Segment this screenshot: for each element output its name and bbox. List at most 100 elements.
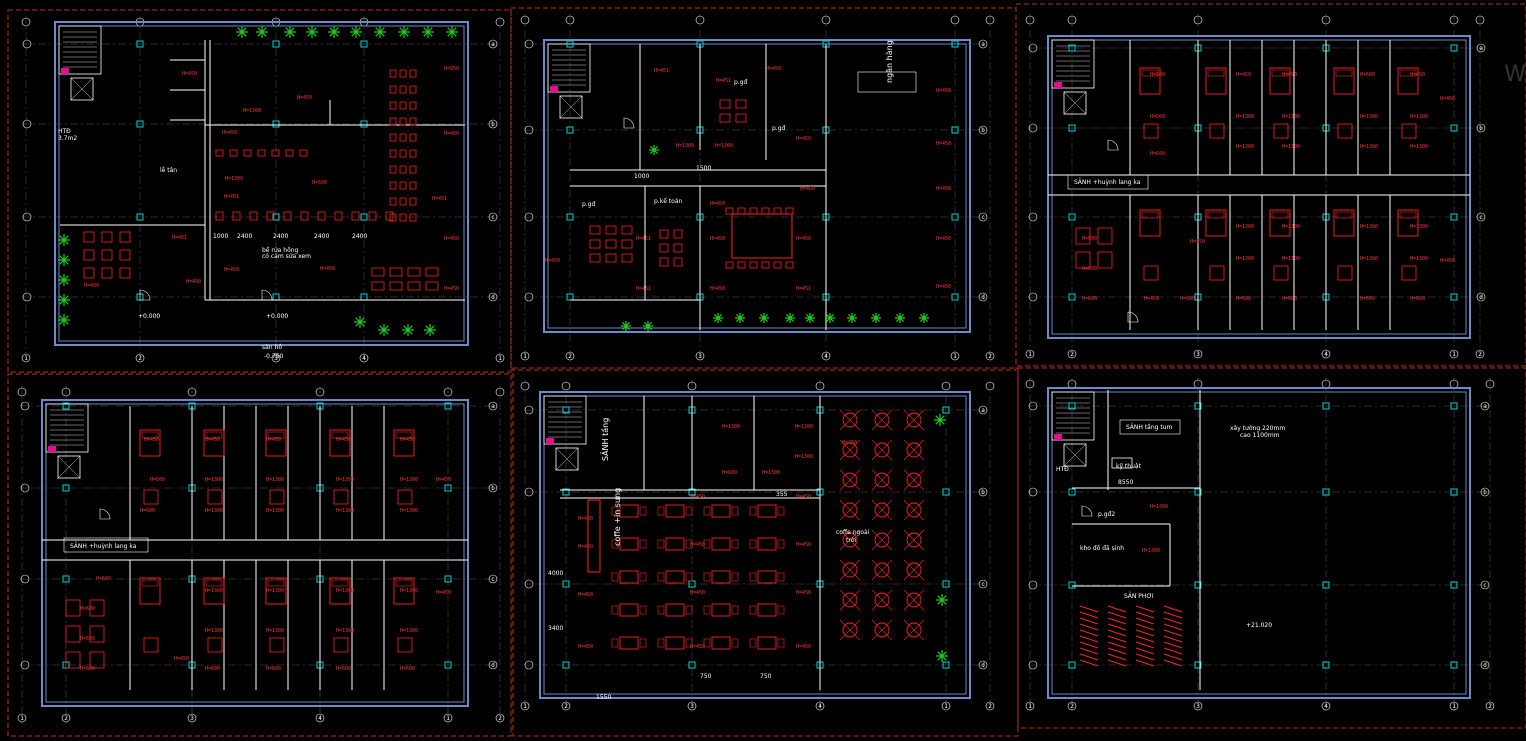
plant-leaf [809, 314, 814, 319]
plant-leaf [717, 314, 722, 319]
door-swing [1107, 139, 1119, 151]
height-tag: H=450 [1236, 72, 1251, 78]
exterior-wall-inner [547, 43, 967, 329]
chair [389, 85, 397, 94]
height-tag: H=1300 [1410, 114, 1428, 120]
plant-leaf [307, 31, 313, 37]
column [1450, 124, 1458, 132]
exterior-wall [54, 21, 469, 346]
chair [65, 651, 81, 669]
chair-cross [839, 499, 861, 521]
chair [621, 239, 633, 249]
height-tag: H=450 [936, 141, 951, 147]
plant-leaf [941, 651, 947, 657]
bed [329, 577, 351, 605]
chair [639, 539, 647, 549]
chair [399, 69, 407, 78]
plant-leaf [403, 329, 409, 335]
chair-cross [871, 439, 893, 461]
plant-leaf [289, 27, 295, 33]
axis-label: b [491, 485, 495, 492]
height-tag: H=450 [320, 266, 335, 272]
height-tag: H=1300 [676, 143, 694, 149]
room-label: 4000 [548, 570, 563, 577]
bathroom-fixture [143, 489, 159, 505]
axis-bubble [815, 381, 825, 391]
chair [731, 539, 739, 549]
chair [389, 69, 397, 78]
plant-leaf [241, 31, 247, 37]
axis-label: a [1479, 45, 1483, 52]
chair [639, 572, 647, 582]
chair [621, 253, 633, 263]
column [942, 406, 950, 414]
chair [719, 99, 731, 109]
axis-bubble [315, 387, 325, 397]
chair [685, 506, 693, 516]
chair [389, 101, 397, 110]
cafe-table [757, 537, 777, 551]
pillow [141, 431, 159, 439]
chair [659, 229, 669, 239]
column [942, 661, 950, 669]
drying-rack [1135, 647, 1155, 655]
axis-bubble [524, 39, 534, 49]
fire-box [48, 446, 56, 452]
plant [422, 26, 434, 38]
chair [399, 133, 407, 142]
chair [685, 638, 693, 648]
chair [389, 117, 397, 126]
height-tag: H=1300 [1282, 256, 1300, 262]
axis-label: 4 [818, 703, 822, 710]
chair [731, 506, 739, 516]
chair [639, 506, 647, 516]
room-label: 2400 [352, 233, 367, 240]
room-label: 2400 [314, 233, 329, 240]
axis-label: 4 [824, 353, 828, 360]
axis-label: a [981, 407, 985, 414]
plant [328, 26, 340, 38]
bed [1397, 209, 1419, 237]
plant [58, 254, 70, 266]
column [1068, 661, 1076, 669]
chair [731, 572, 739, 582]
axis-bubble [488, 660, 498, 670]
plant-leaf [425, 325, 431, 331]
room-label-rotated: coffe +in sung [613, 488, 622, 546]
plant-leaf [383, 325, 389, 331]
height-tag: H=1300 [400, 508, 418, 514]
chair [389, 213, 397, 222]
chair [703, 539, 711, 549]
height-tag: H=1300 [1236, 114, 1254, 120]
room-label: SẢNH +huỳnh lang ka [70, 542, 137, 550]
plant [759, 313, 769, 323]
plant-leaf [329, 27, 335, 33]
label-frame [1119, 419, 1181, 435]
round-table [874, 592, 890, 608]
column [688, 661, 696, 669]
axis-label: 1 [1452, 703, 1456, 710]
chair [119, 249, 131, 261]
axis-bubble [1480, 401, 1490, 411]
height-tag: H=451 [636, 286, 651, 292]
column [1322, 581, 1330, 589]
axis-bubble [1449, 349, 1459, 359]
axis-label: 2 [1478, 351, 1482, 358]
plant-leaf [63, 315, 69, 321]
height-tag: H=450 [578, 592, 593, 598]
drying-rack [1163, 617, 1183, 625]
column [136, 120, 144, 128]
plant [825, 313, 835, 323]
axis-bubble [22, 39, 32, 49]
drying-rack [1079, 635, 1099, 643]
chair-cross [839, 559, 861, 581]
axis-label: 3 [1196, 703, 1200, 710]
height-tag: H=1300 [205, 477, 223, 483]
axis-label: 2 [64, 715, 68, 722]
chair-cross [871, 469, 893, 491]
drying-rack [1163, 635, 1183, 643]
drying-rack [1107, 605, 1127, 613]
plant-leaf [257, 27, 263, 33]
plant-leaf [739, 314, 744, 319]
